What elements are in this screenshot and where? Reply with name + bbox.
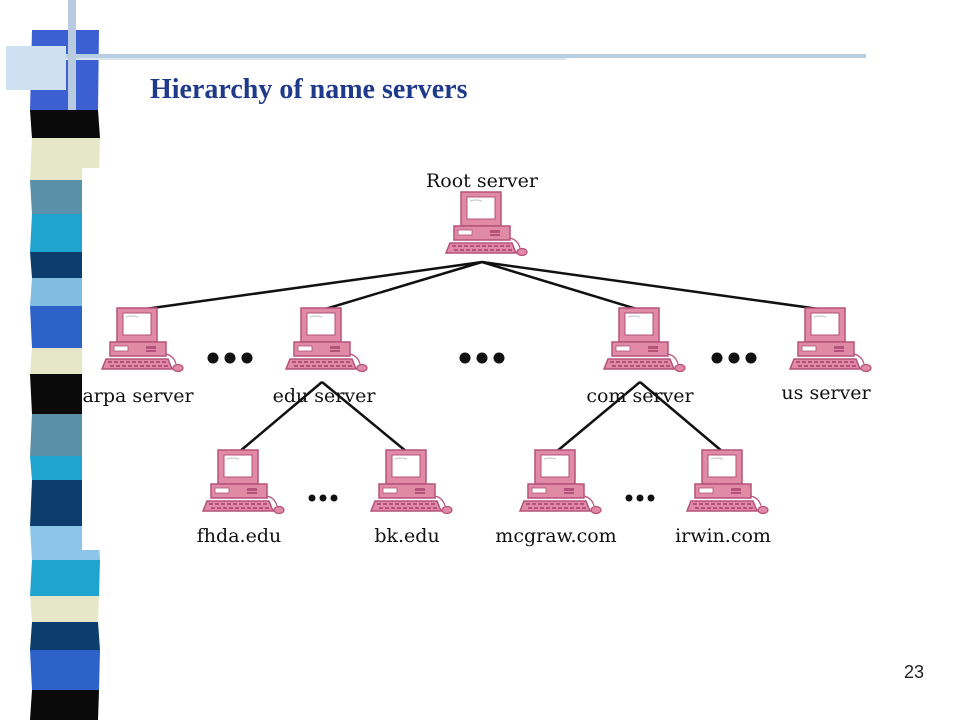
computer-icon <box>444 191 528 257</box>
slide-title: Hierarchy of name servers <box>150 74 468 105</box>
edge-line <box>481 260 827 312</box>
ellipsis-marks <box>207 352 757 502</box>
computer-icon <box>284 307 368 373</box>
stripe-block <box>30 690 99 720</box>
computer-icon <box>685 449 769 515</box>
arpa-server-label: arpa server <box>82 385 194 407</box>
ellipsis-dot <box>493 352 505 364</box>
ellipsis-dot <box>728 352 740 364</box>
ellipsis-dot <box>476 352 488 364</box>
stripe-block <box>30 110 100 138</box>
slide-number: 23 <box>903 662 924 682</box>
edge-line <box>555 381 641 453</box>
us-server-label: us server <box>781 382 871 404</box>
computer-icon <box>100 307 184 373</box>
edge-line <box>137 260 483 312</box>
ellipsis-dot <box>647 494 655 502</box>
computer-icon <box>788 307 872 373</box>
ellipsis-dot <box>308 494 316 502</box>
root-server-label: Root server <box>426 170 538 192</box>
computer-icon <box>369 449 453 515</box>
ellipsis-dot <box>207 352 219 364</box>
ellipsis-dot <box>241 352 253 364</box>
stripe-block <box>30 650 100 690</box>
ellipsis-dot <box>745 352 757 364</box>
stripe-block <box>30 0 100 30</box>
ellipsis-dot <box>319 494 327 502</box>
bk-edu-label: bk.edu <box>374 525 440 547</box>
ellipsis-dot <box>330 494 338 502</box>
stripe-block <box>30 560 100 596</box>
mcgraw-com-label: mcgraw.com <box>495 525 617 547</box>
ellipsis-dot <box>625 494 633 502</box>
fhda-edu-label: fhda.edu <box>196 525 282 547</box>
server-nodes <box>100 191 872 515</box>
edge-line <box>321 260 483 312</box>
edge-line <box>321 381 408 453</box>
stripe-block <box>30 622 100 650</box>
stripe-block <box>30 278 99 306</box>
ellipsis-dot <box>224 352 236 364</box>
irwin-com-label: irwin.com <box>675 525 771 547</box>
edge-line <box>639 381 724 453</box>
ellipsis-dot <box>459 352 471 364</box>
computer-icon <box>518 449 602 515</box>
stripe-block <box>30 596 99 622</box>
hierarchy-edges <box>137 260 827 453</box>
computer-icon <box>602 307 686 373</box>
stripe-block <box>30 374 99 414</box>
stripe-block <box>30 180 99 214</box>
title-decoration <box>6 0 866 110</box>
ellipsis-dot <box>711 352 723 364</box>
edu-server-label: edu server <box>272 385 376 407</box>
stripe-block <box>30 480 99 526</box>
ellipsis-dot <box>636 494 644 502</box>
com-server-label: com server <box>586 385 694 407</box>
edge-line <box>481 260 641 312</box>
edge-line <box>238 381 323 453</box>
computer-icon <box>201 449 285 515</box>
